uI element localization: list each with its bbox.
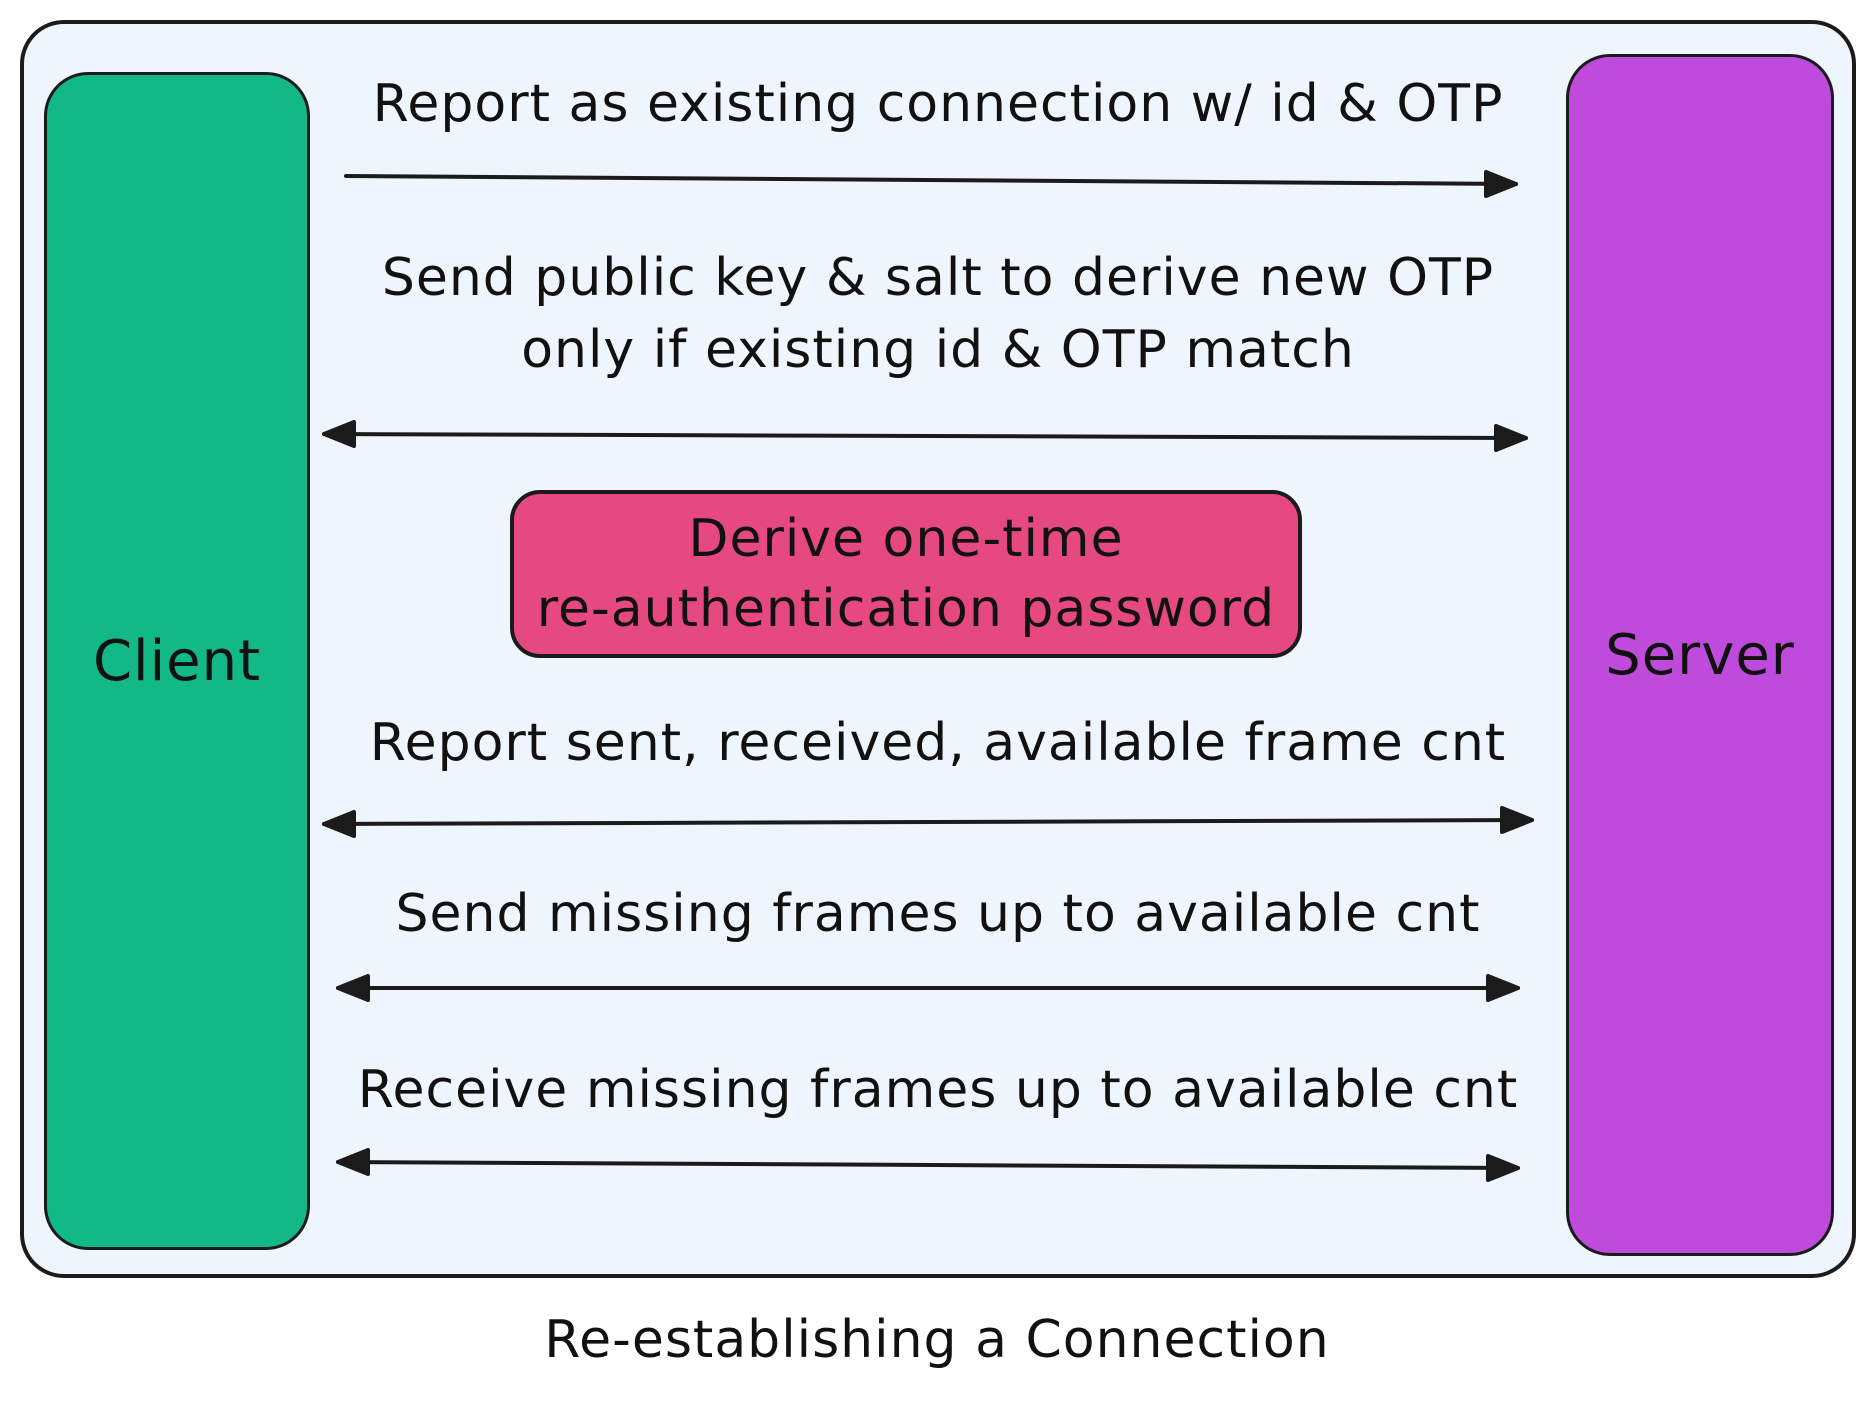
message-label-1: Report as existing connection w/ id & OT… xyxy=(322,68,1554,140)
server-lane: Server xyxy=(1566,54,1834,1256)
message-3-line-1: Report sent, received, available frame c… xyxy=(369,713,1507,773)
derive-line-2: re-authentication password xyxy=(536,579,1276,639)
message-5-line-1: Receive missing frames up to available c… xyxy=(357,1060,1519,1120)
derive-line-1: Derive one-time xyxy=(688,509,1124,569)
derive-password-text: Derive one-time re-authentication passwo… xyxy=(537,504,1275,644)
derive-password-box: Derive one-time re-authentication passwo… xyxy=(510,490,1302,658)
server-label: Server xyxy=(1605,622,1795,688)
diagram-caption: Re-establishing a Connection xyxy=(544,1310,1330,1370)
message-1-line-1: Report as existing connection w/ id & OT… xyxy=(372,74,1504,134)
client-label: Client xyxy=(92,628,262,694)
client-lane: Client xyxy=(44,72,310,1250)
message-label-5: Receive missing frames up to available c… xyxy=(322,1054,1554,1126)
message-4-line-1: Send missing frames up to available cnt xyxy=(395,884,1481,944)
message-label-3: Report sent, received, available frame c… xyxy=(322,707,1554,779)
message-2-line-2: only if existing id & OTP match xyxy=(521,320,1355,380)
message-label-2: Send public key & salt to derive new OTP… xyxy=(322,242,1554,386)
message-2-line-1: Send public key & salt to derive new OTP xyxy=(381,248,1495,308)
message-label-4: Send missing frames up to available cnt xyxy=(322,878,1554,950)
